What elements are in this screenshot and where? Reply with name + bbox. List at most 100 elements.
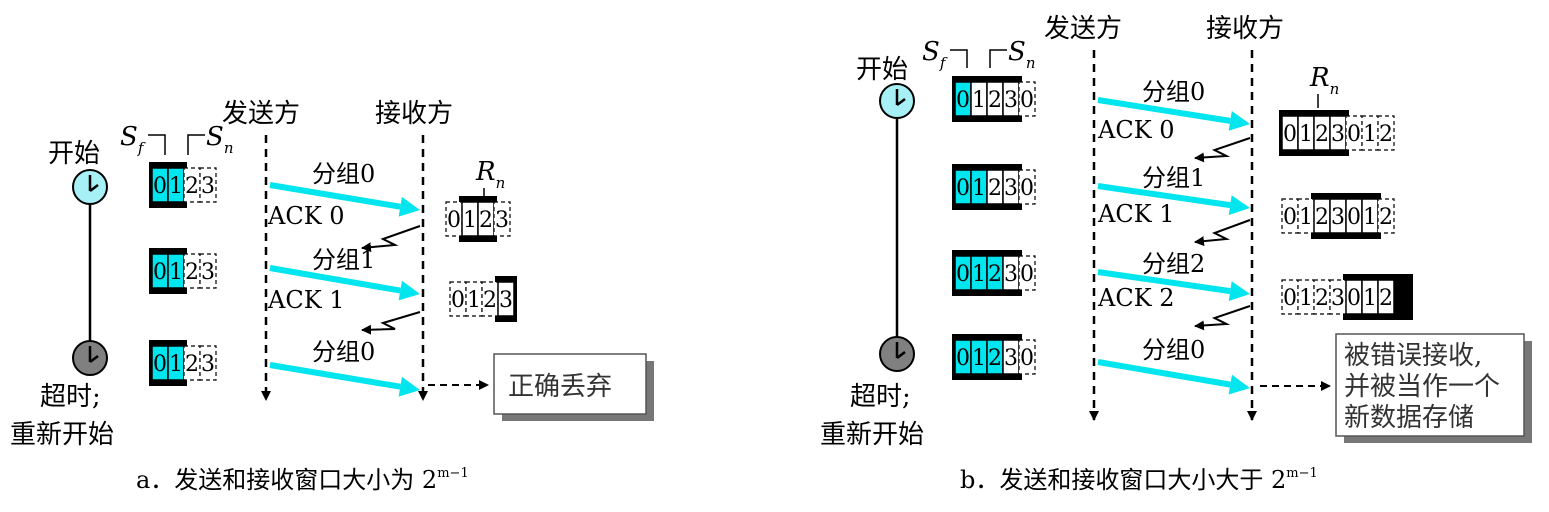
sequence-number: 1 [972, 176, 986, 201]
sequence-number: 3 [499, 288, 513, 313]
sf-label: Sf [922, 37, 948, 72]
restart-label: 重新开始 [820, 420, 924, 450]
sequence-number: 0 [1283, 122, 1297, 147]
frame-arrow-head [1228, 374, 1250, 395]
restart-label: 重新开始 [10, 420, 114, 450]
sequence-number: 1 [1363, 205, 1377, 230]
result-text-line: 新数据存储 [1344, 403, 1474, 433]
caption-a: a．发送和接收窗口大小为 2m−1 [136, 466, 469, 494]
sender-label: 发送方 [222, 99, 300, 129]
sequence-cell [1361, 115, 1379, 151]
sequence-number: 3 [1331, 205, 1345, 230]
sequence-cell [1329, 279, 1347, 315]
sequence-number: 0 [1020, 262, 1034, 287]
receiver-label: 接收方 [1206, 14, 1284, 44]
sequence-number: 0 [153, 260, 167, 285]
ack-arrow: ACK 1 [267, 286, 421, 335]
ack-arrow-line [1194, 137, 1251, 163]
ack-arrow: ACK 1 [1097, 200, 1251, 247]
sequence-number: 3 [1004, 262, 1018, 287]
frame-arrow-head [398, 196, 420, 217]
sequence-number: 1 [1299, 122, 1313, 147]
sequence-number: 3 [201, 174, 215, 199]
frame-arrow-shaft [269, 265, 401, 294]
sequence-number: 0 [153, 174, 167, 199]
sequence-cell [449, 281, 467, 317]
ack-arrow-line [1194, 219, 1251, 247]
sequence-number: 2 [1315, 122, 1329, 147]
sequence-number: 2 [185, 260, 199, 285]
sequence-number: 3 [1004, 88, 1018, 113]
ack-label: ACK 1 [1097, 200, 1175, 228]
sequence-number: 3 [495, 208, 509, 233]
frame-arrow-shaft [269, 362, 401, 390]
result-text: 正确丢弃 [508, 372, 612, 402]
frame-arrow-shaft [1097, 183, 1231, 209]
sequence-number: 2 [988, 262, 1002, 287]
ack-label: ACK 0 [267, 202, 345, 230]
result-box [493, 353, 647, 415]
sequence-number: 1 [1299, 286, 1313, 311]
sequence-number: 0 [956, 88, 970, 113]
sequence-cell [493, 201, 511, 237]
sequence-number: 3 [1331, 122, 1345, 147]
sequence-number: 0 [1020, 88, 1034, 113]
sequence-cell [183, 253, 201, 289]
receiver-label: 接收方 [375, 99, 453, 129]
frame-label: 分组0 [312, 160, 375, 188]
sequence-number: 2 [185, 352, 199, 377]
sequence-cell [199, 253, 217, 289]
sequence-number: 2 [1315, 286, 1329, 311]
frame-arrow-shaft [269, 182, 401, 210]
sequence-cell [481, 281, 499, 317]
frame-label: 分组2 [1142, 250, 1205, 278]
sequence-number: 0 [451, 288, 465, 313]
sequence-number: 0 [1347, 122, 1361, 147]
frame-arrow-head [1228, 195, 1250, 216]
sequence-number: 1 [169, 352, 183, 377]
result-text-line: 并被当作一个 [1344, 372, 1500, 402]
sequence-number: 2 [988, 346, 1002, 371]
sequence-number: 1 [1363, 286, 1377, 311]
frame-arrow-head [398, 280, 420, 301]
sequence-cell [199, 345, 217, 381]
sequence-number: 0 [1020, 346, 1034, 371]
frame-arrow: 分组0 [1097, 336, 1250, 395]
sequence-cell [183, 345, 201, 381]
sequence-cell [1377, 198, 1395, 234]
sequence-cell [1297, 198, 1315, 234]
sequence-cell [183, 167, 201, 203]
sequence-number: 1 [1363, 122, 1377, 147]
sequence-number: 1 [169, 174, 183, 199]
ack-arrow: ACK 0 [267, 202, 421, 253]
sequence-number: 3 [201, 352, 215, 377]
ack-arrow-line [361, 225, 421, 253]
rn-label: Rn [1309, 63, 1339, 98]
frame-label: 分组0 [1142, 336, 1205, 364]
caption-b: b．发送和接收窗口大小大于 2m−1 [960, 466, 1318, 494]
start-label: 开始 [48, 139, 100, 169]
sequence-number: 0 [956, 262, 970, 287]
sf-label: Sf [120, 122, 146, 157]
sequence-cell [1018, 339, 1036, 375]
frame-arrow-shaft [1097, 97, 1231, 124]
frame-arrow-head [398, 376, 420, 397]
sequence-cell [1018, 255, 1036, 291]
result-box [1335, 333, 1525, 437]
